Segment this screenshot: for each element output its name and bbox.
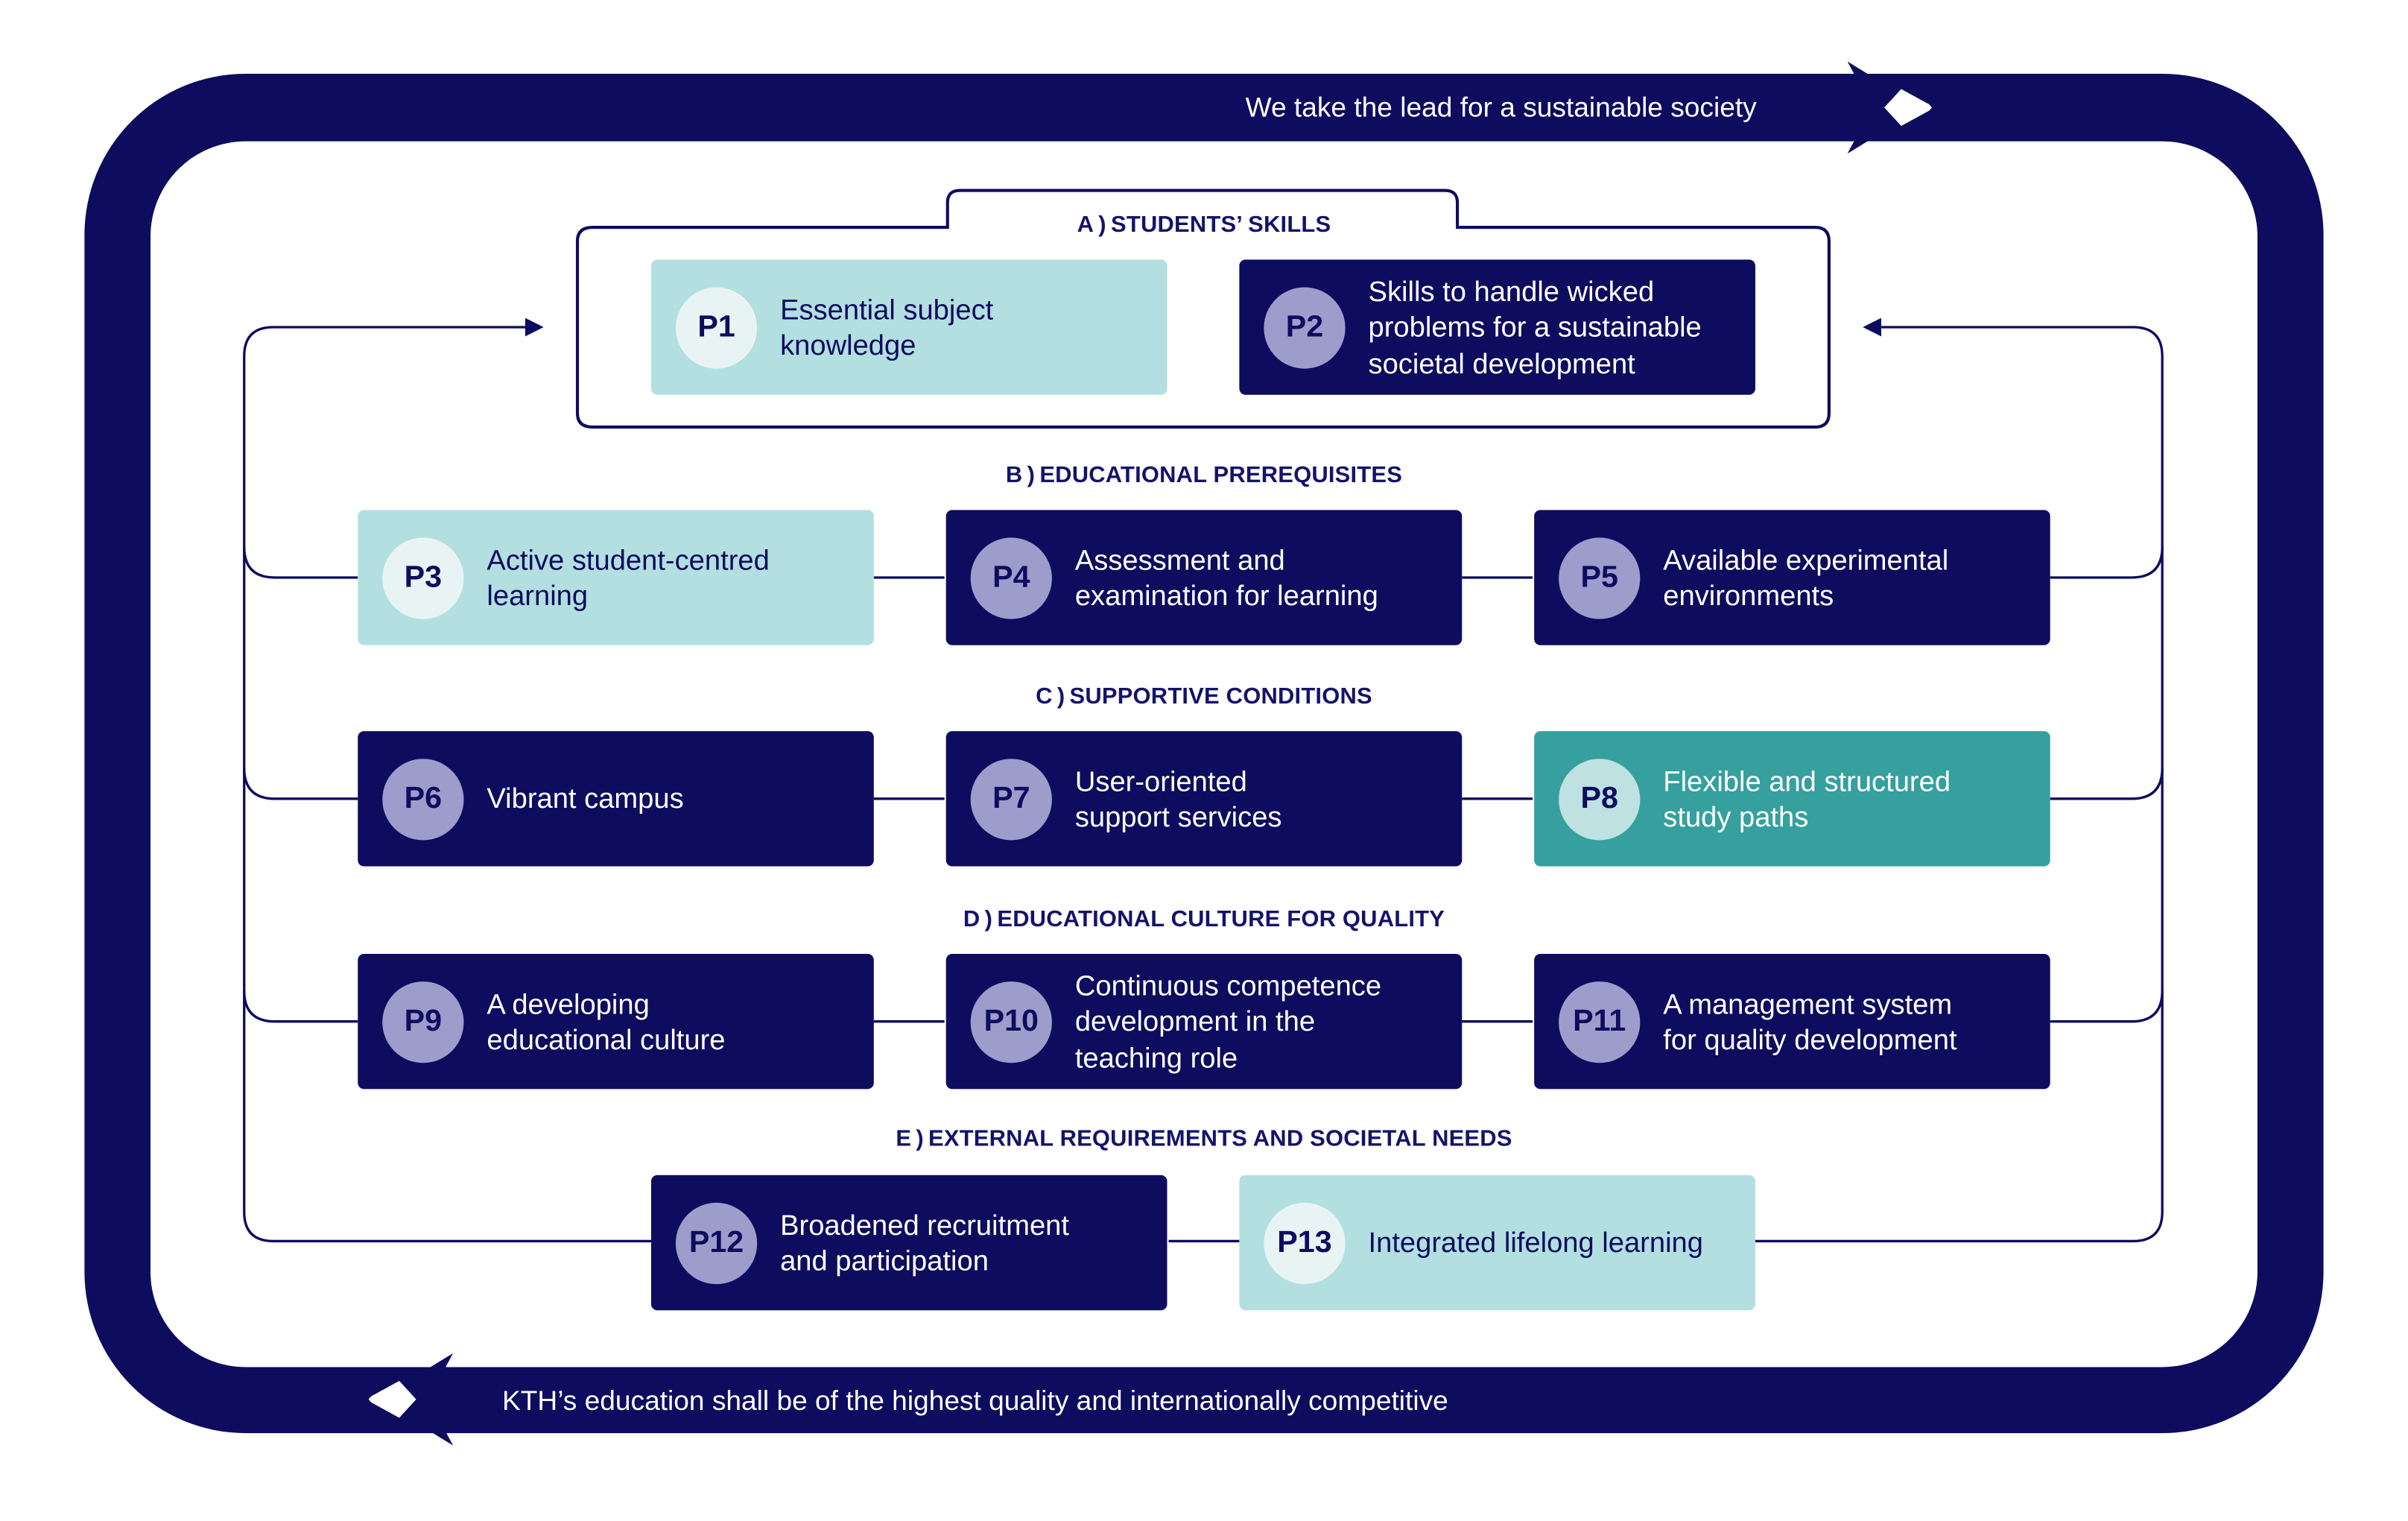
principle-label: Essential subject knowledge: [780, 292, 994, 361]
principle-card-p2: P2 Skills to handle wicked problems for …: [1239, 259, 1755, 395]
principle-badge: P7: [970, 758, 1052, 840]
bottom-arrowhead-gap: [365, 1381, 416, 1418]
principle-card-p12: P12 Broadened recruitment and participat…: [650, 1174, 1167, 1311]
section-b-label: EDUCATIONAL PREREQUISITES: [1039, 462, 1403, 489]
principle-card-p8: P8 Flexible and structured study paths: [1534, 731, 2050, 867]
principle-card-p13: P13 Integrated lifelong learning: [1239, 1174, 1755, 1311]
principle-card-p9: P9 A developing educational culture: [358, 954, 874, 1090]
right-feedback-arrowhead: [1863, 317, 1881, 337]
section-e-label: EXTERNAL REQUIREMENTS AND SOCIETAL NEEDS: [928, 1125, 1512, 1152]
section-d-sep: ): [984, 906, 993, 933]
principle-label: Vibrant campus: [487, 782, 684, 815]
section-e-sep: ): [916, 1125, 924, 1152]
principle-badge: P8: [1559, 758, 1641, 840]
principle-label: User-oriented support services: [1074, 764, 1282, 833]
principle-card-p4: P4 Assessment and examination for learni…: [945, 510, 1463, 645]
section-e-letter: E: [896, 1125, 912, 1152]
principle-card-p11: P11 A management system for quality deve…: [1534, 954, 2050, 1090]
principle-badge: P12: [675, 1201, 758, 1284]
banner-bottom-text: KTH’s education shall be of the highest …: [502, 1385, 1448, 1417]
principle-badge: P13: [1264, 1201, 1346, 1284]
principle-label: Flexible and structured study paths: [1663, 764, 1951, 833]
principle-label: Continuous competence development in the…: [1074, 969, 1382, 1074]
principle-badge: P5: [1559, 537, 1641, 619]
principle-label: A developing educational culture: [487, 987, 726, 1056]
section-a-title: A)STUDENTS’ SKILLS: [0, 212, 2408, 239]
bottom-arrowhead-tip: [340, 1381, 384, 1418]
banner-top-text: We take the lead for a sustainable socie…: [1245, 92, 1757, 123]
principle-card-p1: P1 Essential subject knowledge: [650, 259, 1167, 395]
section-a-letter: A: [1077, 212, 1094, 238]
principle-badge: P6: [382, 758, 464, 840]
section-c-letter: C: [1036, 683, 1053, 710]
section-c-sep: ): [1056, 683, 1065, 710]
section-c-label: SUPPORTIVE CONDITIONS: [1069, 683, 1372, 710]
principle-badge: P11: [1559, 981, 1641, 1063]
section-b-title: B)EDUCATIONAL PREREQUISITES: [0, 462, 2408, 490]
principle-label: Assessment and examination for learning: [1074, 543, 1378, 612]
principle-badge: P10: [970, 981, 1052, 1063]
top-arrowhead-gap: [1884, 89, 1936, 127]
left-feedback-arrowhead: [525, 317, 544, 337]
principle-label: A management system for quality developm…: [1663, 987, 1957, 1056]
connector-lines: [243, 326, 2164, 1243]
principle-badge: P1: [675, 286, 758, 368]
principle-card-p3: P3 Active student-centred learning: [358, 510, 874, 645]
top-arrowhead-tip: [1916, 89, 1960, 127]
principle-badge: P2: [1264, 286, 1346, 368]
principle-card-p7: P7 User-oriented support services: [945, 731, 1463, 867]
principle-card-p6: P6 Vibrant campus: [358, 731, 874, 867]
section-a-sep: ): [1098, 212, 1106, 238]
section-a-box: [575, 189, 1831, 429]
principle-label: Broadened recruitment and participation: [780, 1208, 1070, 1277]
section-e-title: E)EXTERNAL REQUIREMENTS AND SOCIETAL NEE…: [0, 1126, 2408, 1154]
principle-badge: P4: [970, 537, 1052, 619]
principle-label: Active student-centred learning: [487, 543, 770, 612]
principle-badge: P9: [382, 981, 464, 1063]
section-b-letter: B: [1005, 462, 1023, 489]
section-d-title: D)EDUCATIONAL CULTURE FOR QUALITY: [0, 906, 2408, 934]
principle-label: Integrated lifelong learning: [1368, 1226, 1703, 1259]
principle-card-p5: P5 Available experimental environments: [1534, 510, 2050, 645]
principle-label: Skills to handle wicked problems for a s…: [1368, 274, 1702, 379]
section-b-sep: ): [1027, 462, 1036, 489]
section-d-letter: D: [963, 906, 980, 933]
section-d-label: EDUCATIONAL CULTURE FOR QUALITY: [997, 906, 1445, 933]
principle-badge: P3: [382, 537, 464, 619]
principle-label: Available experimental environments: [1663, 543, 1949, 612]
section-c-title: C)SUPPORTIVE CONDITIONS: [0, 683, 2408, 711]
section-a-label: STUDENTS’ SKILLS: [1111, 212, 1331, 238]
principle-card-p10: P10 Continuous competence development in…: [945, 954, 1463, 1090]
